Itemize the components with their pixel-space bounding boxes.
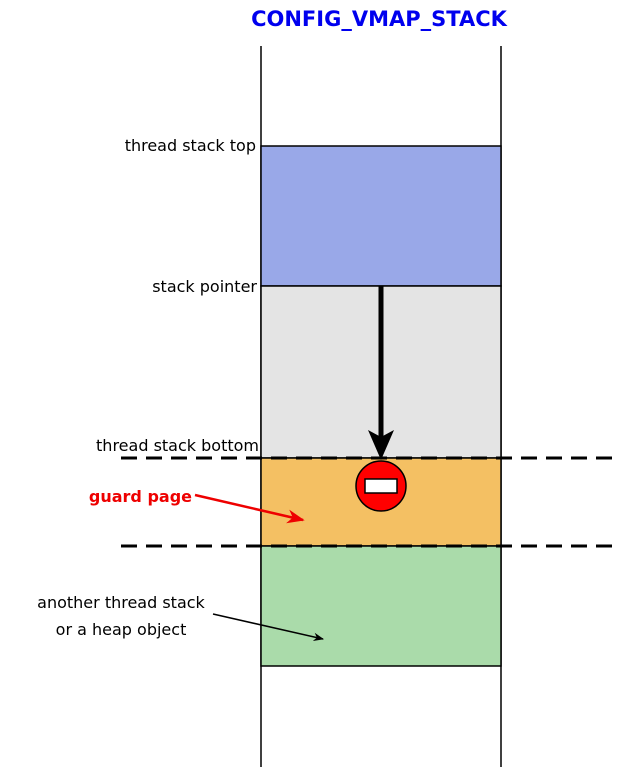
- label-thread-stack-bottom: thread stack bottom: [96, 436, 259, 455]
- label-stack-pointer: stack pointer: [152, 277, 257, 296]
- label-another-thread-stack: another thread stack: [37, 593, 205, 612]
- label-heap-object: or a heap object: [56, 620, 187, 639]
- other-region: [260, 545, 502, 667]
- stack-growth-arrow: [368, 286, 394, 460]
- guard-page-pointer-arrow: [194, 493, 305, 524]
- label-thread-stack-top: thread stack top: [125, 136, 256, 155]
- label-guard-page: guard page: [89, 487, 192, 506]
- no-entry-icon: [355, 460, 407, 512]
- diagram-title: CONFIG_VMAP_STACK: [251, 7, 508, 31]
- other-region-pointer-arrow: [212, 613, 325, 642]
- used-stack-region: [260, 145, 502, 287]
